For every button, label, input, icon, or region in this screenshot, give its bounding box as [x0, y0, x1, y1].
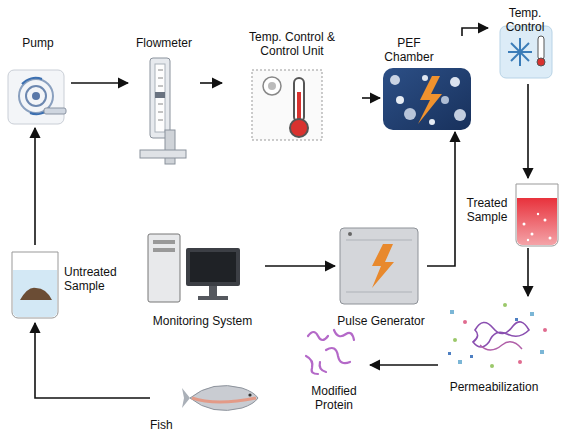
node-label: Modified Protein [298, 384, 370, 412]
untreated-beaker-icon [12, 252, 58, 318]
flow-arrow [34, 128, 36, 245]
pulse-generator-icon [340, 228, 418, 304]
flow-arrow [200, 82, 222, 84]
flow-arrow [527, 84, 529, 178]
treated-beaker-icon [516, 184, 558, 246]
process-node: Treated Sample [460, 178, 562, 248]
process-node: Temp. Control [488, 6, 562, 84]
process-node: Permeabilization [438, 296, 550, 398]
permeabilization-icon [448, 303, 547, 368]
node-label: Flowmeter [128, 36, 200, 50]
process-node: Monitoring System [140, 228, 265, 330]
process-node: Temp. Control & Control Unit [222, 26, 362, 144]
flow-arrow [427, 132, 455, 266]
modified-protein-icon [306, 330, 354, 374]
process-node: Pulse Generator [335, 222, 427, 330]
flow-arrow [527, 248, 529, 296]
node-label: Temp. Control [488, 6, 562, 34]
process-node: PEF Chamber [380, 36, 474, 132]
flow-arrow [35, 323, 150, 398]
pef-chamber-icon [383, 68, 471, 130]
node-label: Permeabilization [438, 380, 550, 394]
node-label: Pump [5, 36, 71, 50]
node-label: Pulse Generator [335, 314, 427, 328]
node-label: Untreated Sample [64, 265, 128, 293]
node-label: Fish [150, 418, 190, 432]
node-label: Treated Sample [460, 196, 514, 224]
process-node: Pump [5, 36, 71, 128]
process-node: Modified Protein [298, 322, 370, 440]
fish-icon [182, 386, 258, 411]
process-node: Flowmeter [128, 36, 200, 168]
node-label: PEF Chamber [380, 36, 438, 64]
pump-icon [8, 70, 66, 124]
flow-arrow [462, 28, 488, 36]
node-label: Monitoring System [140, 314, 265, 328]
flow-arrow [362, 97, 380, 99]
process-node: Untreated Sample [8, 245, 128, 323]
process-node: Fish [150, 380, 260, 436]
temp-control-unit-icon [252, 70, 322, 140]
flow-arrow [265, 265, 335, 267]
flow-arrow [71, 82, 128, 84]
flowmeter-icon [140, 58, 186, 164]
flow-arrow [370, 364, 438, 366]
computer-icon [148, 234, 240, 302]
node-label: Temp. Control & Control Unit [239, 30, 345, 58]
